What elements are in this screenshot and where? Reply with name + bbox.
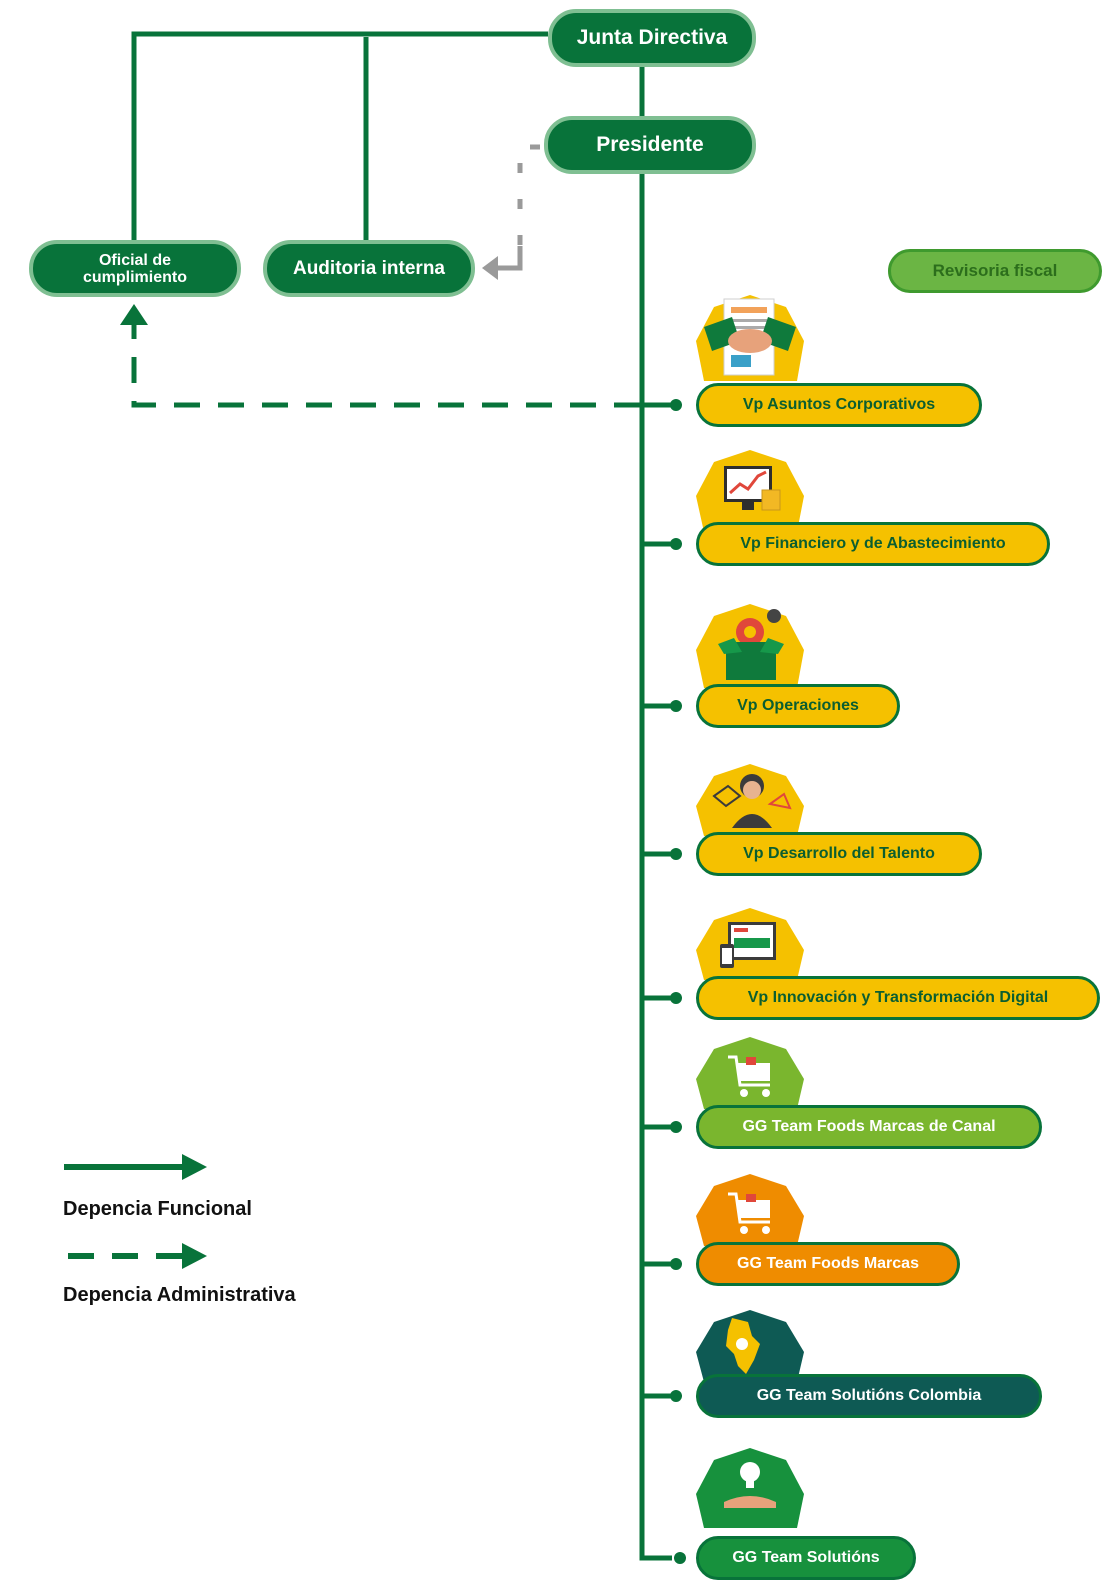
- unit-label: Vp Operaciones: [737, 697, 859, 714]
- legend-administrative-arrow: [182, 1243, 207, 1269]
- legend-administrative-label: Depencia Administrativa: [63, 1284, 296, 1306]
- admin-dependency-line: [131, 325, 640, 408]
- lightbulb-hand-icon: [696, 1448, 804, 1528]
- unit-4[interactable]: Vp Desarrollo del Talento: [696, 832, 982, 876]
- unit-label: GG Team Solutións Colombia: [756, 1387, 982, 1404]
- unit-label: Vp Desarrollo del Talento: [743, 845, 935, 862]
- unit-5[interactable]: Vp Innovación y Transformación Digital: [696, 976, 1100, 1020]
- gear-box-icon: [696, 604, 804, 688]
- handshake-contract-icon: [696, 295, 804, 381]
- shopping-cart-icon: [696, 1037, 804, 1109]
- finance-monitor-icon: [696, 450, 804, 532]
- president-audit-dashed-tail: [496, 246, 523, 271]
- unit-6[interactable]: GG Team Foods Marcas de Canal: [696, 1105, 1042, 1149]
- unit-label: GG Team Solutións: [732, 1549, 880, 1566]
- unit-1[interactable]: Vp Asuntos Corporativos: [696, 383, 982, 427]
- unit-branches: [642, 399, 686, 1564]
- main-spine-line: [639, 172, 672, 1561]
- unit-7[interactable]: GG Team Foods Marcas: [696, 1242, 960, 1286]
- person-network-icon: [696, 764, 804, 836]
- unit-8[interactable]: GG Team Solutións Colombia: [696, 1374, 1042, 1418]
- legend-functional-label: Depencia Funcional: [63, 1198, 252, 1220]
- colombia-map-icon: [696, 1310, 804, 1382]
- audit-node[interactable]: Auditoria interna: [263, 240, 475, 297]
- admin-arrow-head: [120, 304, 148, 325]
- legend-functional-arrow: [182, 1154, 207, 1180]
- devices-icon: [696, 908, 804, 980]
- unit-2[interactable]: Vp Financiero y de Abastecimiento: [696, 522, 1050, 566]
- unit-label: GG Team Foods Marcas: [737, 1255, 919, 1272]
- unit-9[interactable]: GG Team Solutións: [696, 1536, 916, 1580]
- unit-label: Vp Asuntos Corporativos: [742, 396, 936, 413]
- unit-3[interactable]: Vp Operaciones: [696, 684, 900, 728]
- president-node[interactable]: Presidente: [544, 116, 756, 174]
- gray-arrow-head: [482, 256, 498, 280]
- compliance-node[interactable]: Oficial de cumplimiento: [29, 240, 241, 297]
- board-to-compliance-line: [131, 31, 548, 243]
- fiscal-node[interactable]: Revisoria fiscal: [888, 249, 1102, 293]
- shopping-cart-icon: [696, 1174, 804, 1246]
- board-node[interactable]: Junta Directiva: [548, 9, 756, 67]
- unit-label: Vp Financiero y de Abastecimiento: [740, 535, 1006, 552]
- unit-label: GG Team Foods Marcas de Canal: [742, 1118, 996, 1135]
- unit-label: Vp Innovación y Transformación Digital: [747, 989, 1049, 1006]
